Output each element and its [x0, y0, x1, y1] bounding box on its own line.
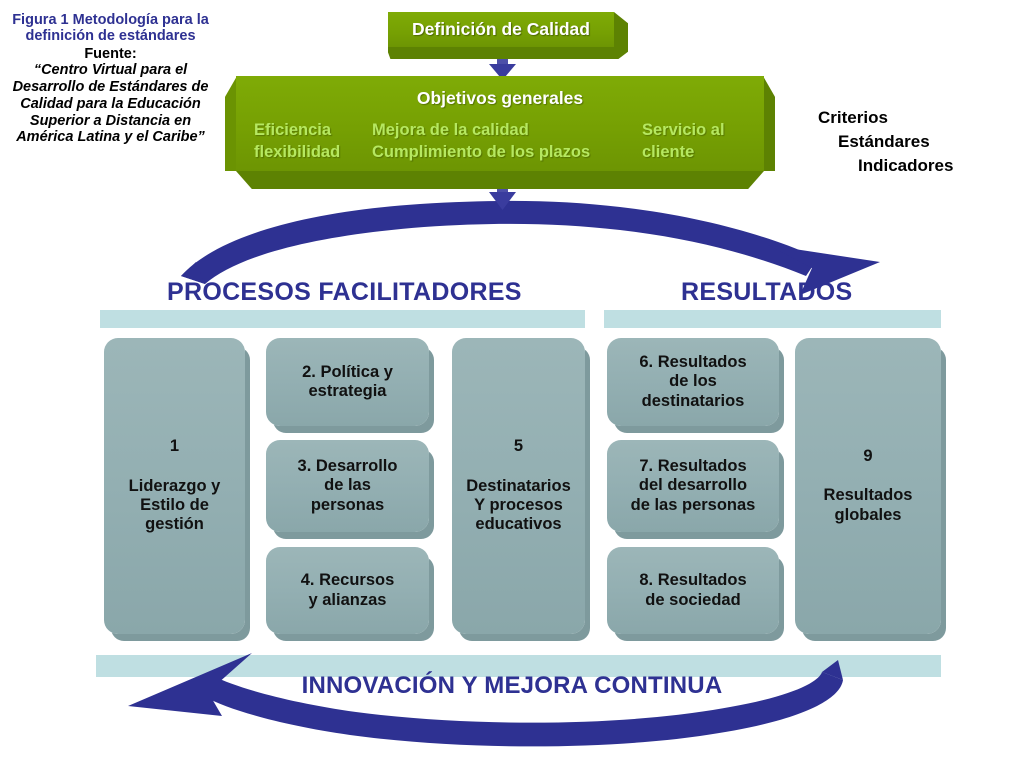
definition-box-label: Definición de Calidad [412, 19, 590, 39]
heading-resultados: RESULTADOS [681, 278, 853, 306]
heading-procesos-facilitadores: PROCESOS FACILITADORES [167, 278, 522, 306]
criteria-line-indicadores: Indicadores [858, 156, 954, 176]
heading-innovacion-mejora-continua: INNOVACIÓN Y MEJORA CONTINUA [301, 672, 723, 699]
criteria-line-criterios: Criterios [818, 108, 888, 127]
figure-title: Figura 1 Metodología para la definición … [12, 12, 209, 45]
criterion-number: 9 [863, 446, 873, 465]
bar-results [604, 310, 941, 328]
definition-box-shadow [388, 47, 628, 59]
objectives-box-side-left [225, 76, 237, 171]
source-label: Fuente: [84, 45, 137, 62]
criteria-line-estandares: Estándares [838, 132, 930, 152]
objectives-title: Objetivos generales [416, 88, 584, 108]
figure-caption: Figura 1 Metodología para la definición … [8, 12, 213, 146]
criterion-number: 1 [169, 437, 180, 456]
source-citation: “Centro Virtual para el Desarrollo de Es… [12, 62, 209, 146]
objectives-box-base [236, 171, 764, 189]
criterion-number: 5 [513, 437, 524, 456]
objectives-box-side-right [763, 76, 775, 171]
bar-enablers [100, 310, 585, 328]
criteria-list: Criterios Estándares Indicadores [818, 106, 953, 178]
definition-box-side [614, 12, 628, 47]
bar-innovation [96, 655, 941, 677]
definition-box: Definición de Calidad [388, 12, 614, 47]
